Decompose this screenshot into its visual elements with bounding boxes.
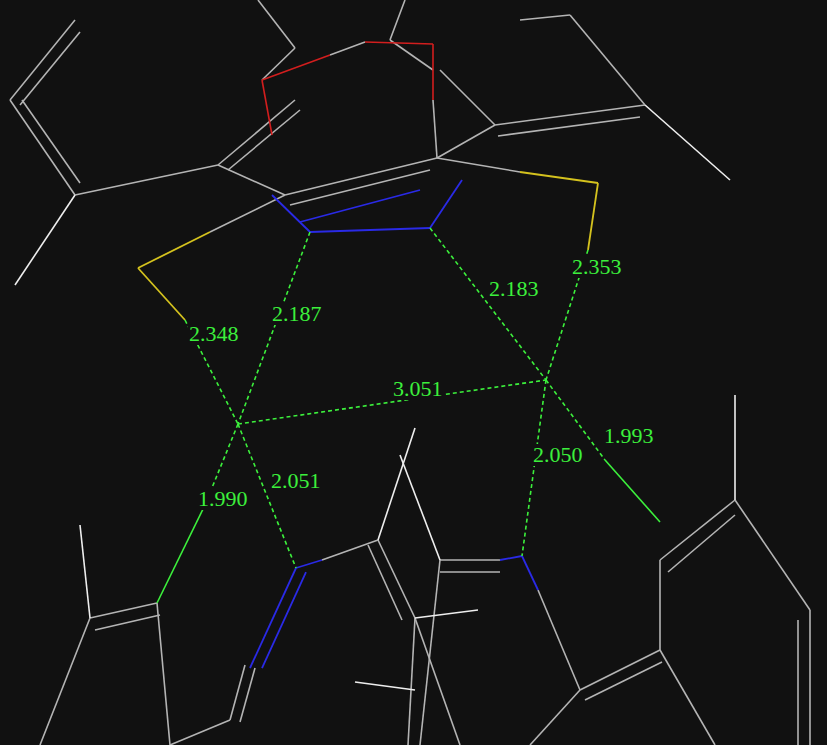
sulfur-bonds bbox=[138, 172, 598, 320]
distance-label: 2.353 bbox=[571, 256, 623, 278]
bond-line bbox=[408, 618, 415, 745]
bond-line bbox=[138, 232, 210, 268]
distance-label: 2.183 bbox=[488, 278, 540, 300]
bond-line bbox=[415, 610, 478, 618]
nitrogen-bonds bbox=[250, 180, 538, 668]
bond-line bbox=[258, 0, 295, 48]
bond-line bbox=[20, 32, 80, 105]
bond-line bbox=[290, 170, 430, 205]
bond-line bbox=[138, 268, 185, 320]
bond-line bbox=[250, 568, 296, 668]
bond-line bbox=[498, 117, 640, 136]
bond-line bbox=[10, 100, 75, 195]
distance-label: 2.051 bbox=[270, 470, 322, 492]
distance-label: 1.990 bbox=[197, 488, 249, 510]
bond-line bbox=[605, 460, 660, 522]
distance-label: 2.050 bbox=[532, 444, 584, 466]
bond-line bbox=[645, 105, 730, 180]
bond-line bbox=[368, 545, 402, 620]
bond-line bbox=[440, 70, 495, 125]
bond-line bbox=[660, 650, 715, 745]
bond-line bbox=[522, 556, 538, 590]
bond-line bbox=[95, 615, 160, 630]
bond-line bbox=[15, 195, 75, 285]
bond-line bbox=[420, 560, 440, 745]
distance-label: 3.051 bbox=[392, 378, 444, 400]
bond-line bbox=[809, 610, 811, 745]
bond-line bbox=[660, 500, 735, 560]
bond-line bbox=[262, 572, 306, 668]
bond-line bbox=[240, 668, 255, 722]
bond-line bbox=[90, 603, 157, 618]
distance-label: 2.348 bbox=[188, 323, 240, 345]
bond-line bbox=[668, 515, 735, 572]
bond-line bbox=[296, 560, 322, 568]
bond-line bbox=[330, 42, 365, 55]
metal-halide-bonds bbox=[157, 460, 660, 603]
bond-line bbox=[522, 380, 546, 556]
bond-line bbox=[322, 540, 378, 560]
bond-line bbox=[520, 172, 598, 183]
bond-line bbox=[300, 190, 420, 222]
bond-line bbox=[355, 682, 415, 690]
bond-line bbox=[238, 232, 310, 424]
bond-line bbox=[433, 100, 437, 158]
distance-label: 2.187 bbox=[271, 303, 323, 325]
bond-line bbox=[40, 618, 90, 745]
bond-line bbox=[80, 525, 90, 618]
bond-line bbox=[588, 183, 598, 250]
bond-line bbox=[530, 690, 580, 745]
bond-line bbox=[10, 20, 75, 100]
bond-line bbox=[365, 42, 433, 44]
bond-line bbox=[437, 125, 495, 158]
distance-label: 1.993 bbox=[603, 425, 655, 447]
bond-line bbox=[585, 662, 662, 700]
bond-line bbox=[580, 650, 660, 690]
bond-line bbox=[310, 228, 430, 232]
distance-dashes bbox=[185, 228, 605, 568]
bond-line bbox=[495, 105, 645, 125]
bond-line bbox=[734, 395, 736, 500]
bond-line bbox=[437, 158, 520, 172]
bond-line bbox=[430, 180, 462, 228]
bond-line bbox=[570, 15, 645, 105]
bond-line bbox=[22, 100, 80, 183]
bond-line bbox=[262, 80, 272, 135]
bond-line bbox=[500, 556, 522, 560]
bond-line bbox=[400, 455, 440, 560]
bond-line bbox=[538, 590, 580, 690]
bond-line bbox=[262, 55, 330, 80]
bond-line bbox=[430, 228, 546, 380]
bond-line bbox=[218, 165, 285, 195]
bond-line bbox=[228, 110, 300, 170]
bond-line bbox=[432, 44, 434, 100]
bond-line bbox=[75, 165, 218, 195]
bond-line bbox=[285, 158, 437, 195]
bond-line bbox=[378, 428, 415, 540]
bond-line bbox=[797, 620, 799, 745]
bond-line bbox=[735, 500, 810, 610]
carbon-bonds bbox=[10, 0, 810, 745]
bond-line bbox=[390, 0, 405, 40]
oxygen-bonds bbox=[262, 42, 433, 135]
bond-line bbox=[157, 505, 205, 603]
bond-line bbox=[262, 48, 295, 80]
bond-line bbox=[440, 559, 500, 561]
bond-line bbox=[210, 195, 285, 232]
bond-line bbox=[170, 720, 230, 745]
bond-line bbox=[520, 15, 570, 20]
bond-line bbox=[659, 560, 661, 650]
bond-line bbox=[218, 100, 295, 165]
bond-line bbox=[440, 571, 500, 573]
bond-line bbox=[157, 603, 170, 745]
bond-line bbox=[272, 195, 310, 232]
hydrogen-bonds bbox=[15, 105, 735, 690]
